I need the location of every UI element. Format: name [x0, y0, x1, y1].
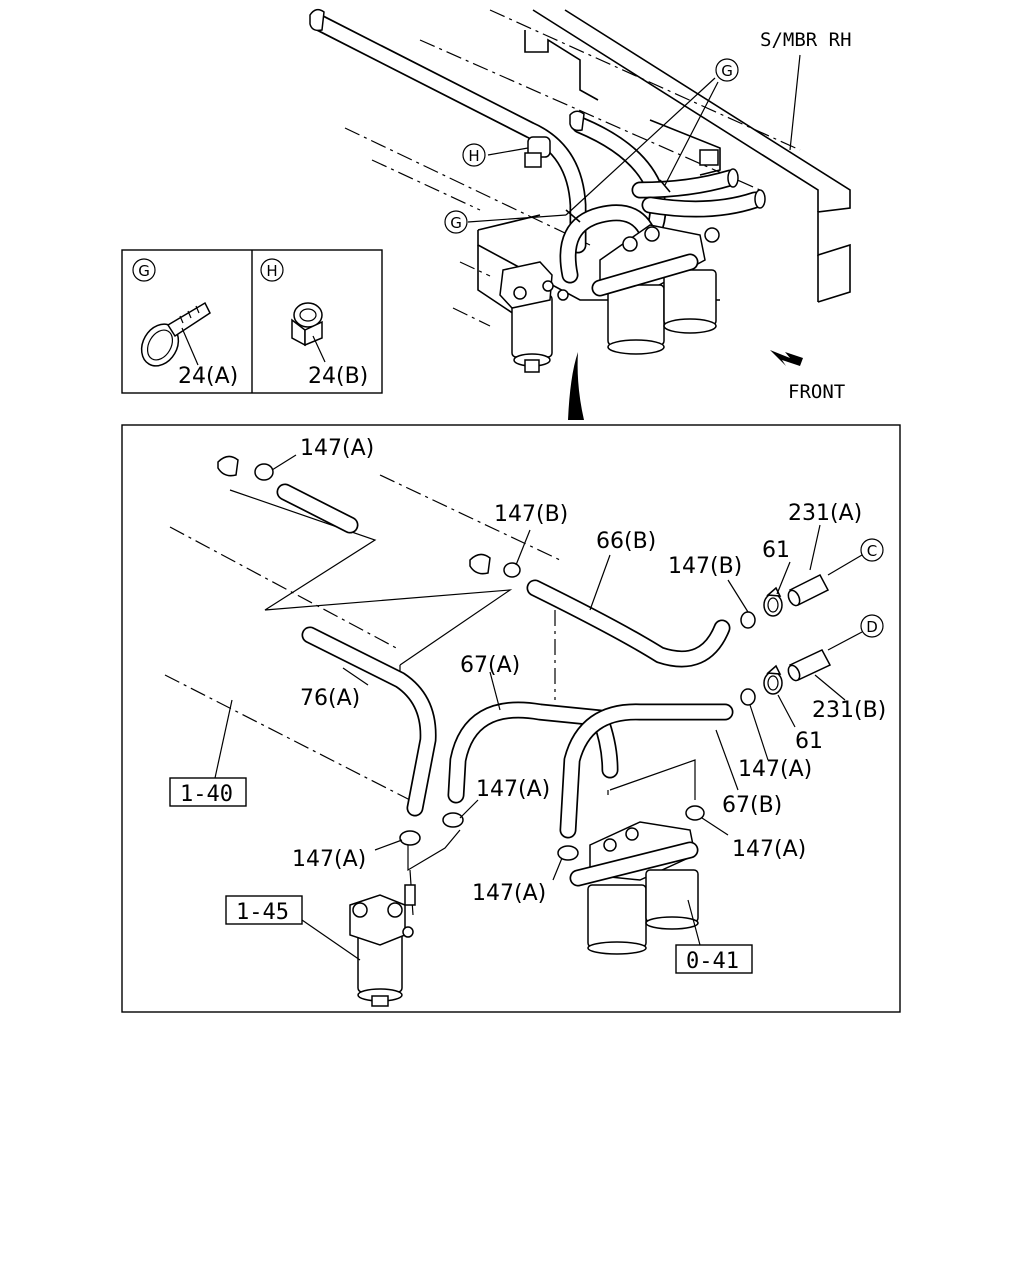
label-231b: 231(B) — [812, 698, 886, 723]
clip-147a-far-right-icon — [685, 805, 705, 821]
connector-c — [860, 538, 884, 562]
label-147a-bottom: 147(A) — [472, 881, 546, 906]
label-61-upper: 61 — [762, 538, 790, 563]
label-61-lower: 61 — [795, 729, 823, 754]
overview-illustration: G H G S/MBR RH FRONT — [309, 8, 852, 420]
detail-pointer-icon — [568, 352, 584, 420]
inset-g-part-label: 24(A) — [178, 364, 238, 389]
clip-147a-right-icon — [740, 688, 756, 706]
connector-d — [860, 614, 884, 638]
callout-g-lower — [444, 210, 468, 234]
label-147a-center: 147(A) — [476, 777, 550, 802]
inset-g-circle: G — [138, 262, 150, 280]
label-67a: 67(A) — [460, 653, 520, 678]
pipe-231b — [787, 649, 832, 682]
hose-clip-icon — [291, 302, 323, 347]
callout-g-lower-label: G — [450, 214, 462, 232]
frame-label: S/MBR RH — [760, 29, 852, 51]
primary-filter — [349, 884, 416, 1007]
callout-g-upper-label: G — [721, 62, 733, 80]
connector-c-label: C — [867, 542, 877, 560]
ref-1-45-label: 1-45 — [236, 900, 289, 925]
overview-main-filter — [591, 224, 720, 355]
clamp-61-upper — [763, 586, 783, 617]
front-label: FRONT — [788, 381, 845, 403]
hose-67b — [559, 703, 734, 839]
side-member-rh — [524, 9, 851, 303]
front-arrow-icon — [770, 350, 803, 366]
label-76a: 76(A) — [300, 686, 360, 711]
exploded-detail: C D 147(A) 147(B) 66(B) 147(B) 61 231(A)… — [121, 424, 901, 1013]
clip-147a-bottom-icon — [557, 845, 579, 861]
ref-0-41-label: 0-41 — [686, 949, 739, 974]
clip-detail-inset: G H 24(A) 24(B) — [121, 249, 383, 394]
inset-h-circle: H — [266, 262, 277, 280]
label-147a-left: 147(A) — [292, 847, 366, 872]
detail-frame — [121, 424, 901, 1013]
overview-primary-filter — [499, 261, 569, 373]
pipe-231a — [787, 574, 830, 607]
hose-67a — [447, 701, 619, 804]
callout-g-upper — [715, 58, 739, 82]
ref-box-1-45 — [225, 895, 303, 925]
ref-1-40-label: 1-40 — [180, 782, 233, 807]
label-147a-right: 147(A) — [738, 757, 812, 782]
hose-76a — [276, 483, 437, 817]
label-147a-top: 147(A) — [300, 436, 374, 461]
clip-147a-left-icon — [399, 830, 421, 846]
clip-147b-mid-icon — [469, 553, 521, 578]
inset-h-part-label: 24(B) — [308, 364, 368, 389]
ref-box-1-40 — [169, 777, 247, 807]
label-66b: 66(B) — [596, 529, 656, 554]
callout-h-label: H — [468, 147, 479, 165]
main-filter — [569, 821, 699, 955]
clip-147a-top-icon — [217, 455, 274, 481]
hose-66b — [526, 579, 731, 668]
label-231a: 231(A) — [788, 501, 862, 526]
clip-147a-center-icon — [442, 812, 464, 828]
connector-d-label: D — [866, 618, 878, 636]
clip-147b-right-icon — [740, 611, 756, 629]
clamp-61-lower — [763, 664, 783, 695]
label-67b: 67(B) — [722, 793, 782, 818]
callout-h — [462, 143, 486, 167]
label-147a-far-right: 147(A) — [732, 837, 806, 862]
label-147b-mid: 147(B) — [494, 502, 568, 527]
ref-box-0-41 — [675, 944, 753, 974]
label-147b-right: 147(B) — [668, 554, 742, 579]
cable-tie-icon — [140, 301, 211, 367]
